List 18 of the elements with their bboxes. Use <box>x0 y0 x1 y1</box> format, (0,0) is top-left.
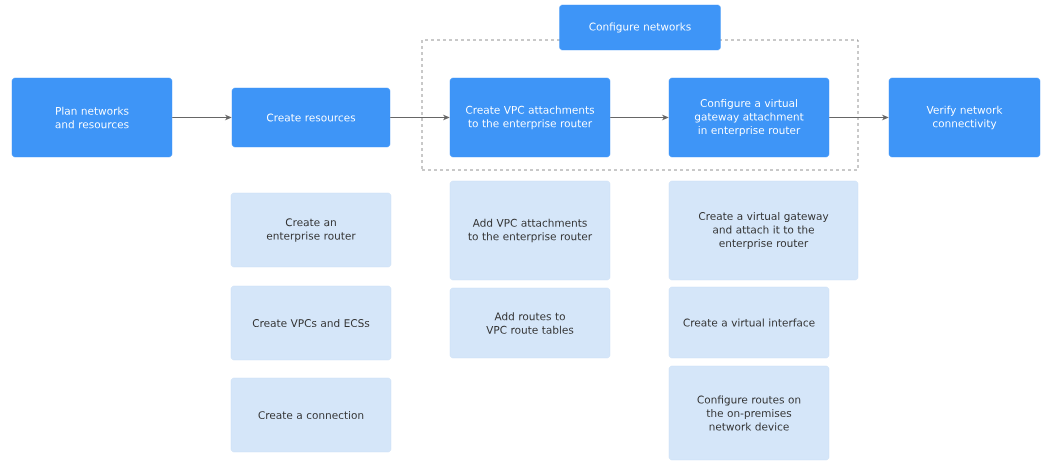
task-box: Configure routes on the on-premises network device <box>668 365 830 461</box>
step-box: Configure a virtual gateway attachment in enterprise router <box>668 77 830 158</box>
arrow <box>171 115 232 120</box>
task-box: Create a virtual gateway and attach it to the enterprise router <box>668 180 859 281</box>
step-box: Plan networks and resources <box>11 77 173 158</box>
arrow <box>389 115 450 120</box>
arrow <box>828 115 889 120</box>
task-box: Create a virtual interface <box>668 286 830 359</box>
step-box: Verify network connectivity <box>888 77 1041 158</box>
task-box: Create a connection <box>230 377 392 453</box>
task-box: Add routes to VPC route tables <box>449 287 611 359</box>
arrow <box>609 115 669 120</box>
group-heading-box: Configure networks <box>559 4 721 51</box>
task-box: Create VPCs and ECSs <box>230 285 392 361</box>
step-box: Create VPC attachments to the enterprise router <box>449 77 611 158</box>
task-box: Create an enterprise router <box>230 192 392 268</box>
step-box: Create resources <box>231 87 391 148</box>
task-box: Add VPC attachments to the enterprise router <box>449 180 611 281</box>
